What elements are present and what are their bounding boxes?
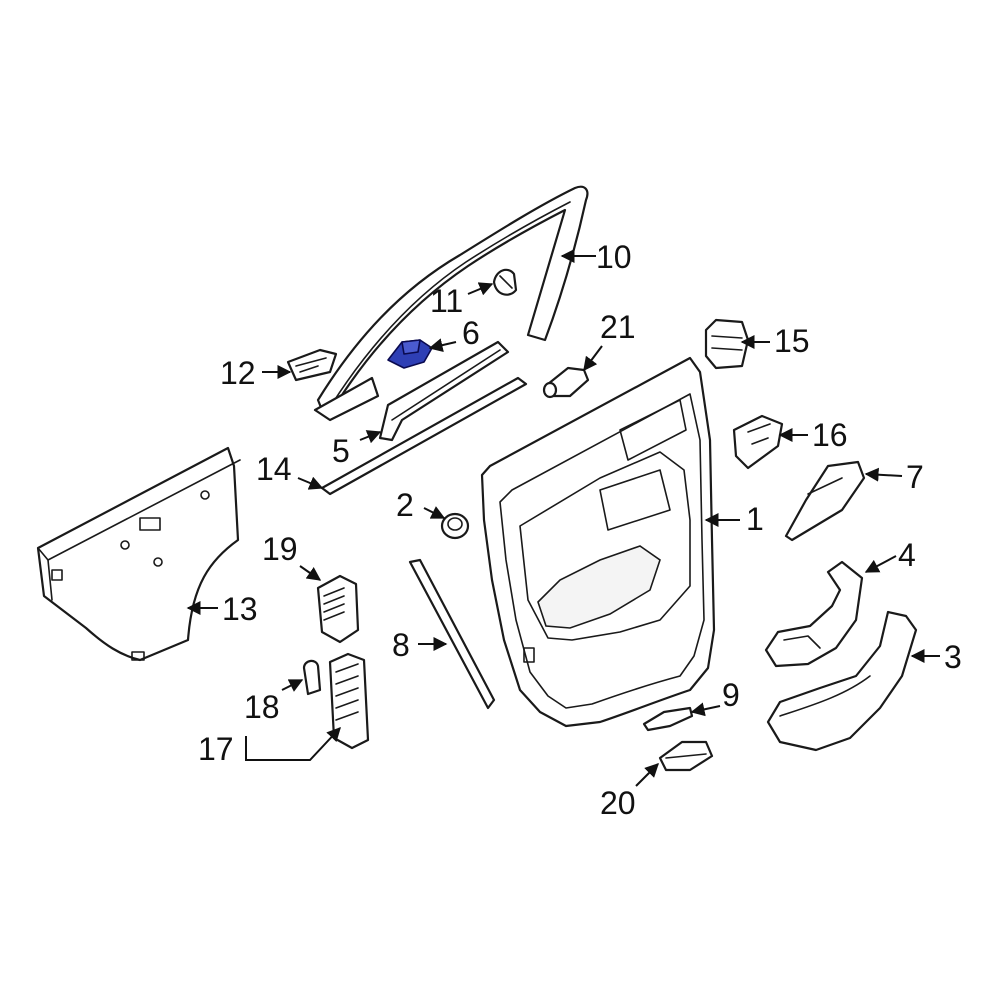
part-12-bracket[interactable] bbox=[286, 348, 338, 382]
part-8-seal-strip[interactable] bbox=[408, 558, 496, 710]
part-2-grommet[interactable] bbox=[440, 512, 470, 540]
part-11-clip[interactable] bbox=[492, 268, 518, 296]
part-19-grille[interactable] bbox=[316, 574, 360, 644]
callout-12: 12 bbox=[220, 355, 256, 391]
part-3-armrest[interactable] bbox=[766, 610, 918, 752]
callout-8: 8 bbox=[392, 627, 410, 663]
callout-19: 19 bbox=[262, 531, 298, 567]
callout-15: 15 bbox=[774, 323, 810, 359]
part-9-trim-piece[interactable] bbox=[642, 706, 694, 732]
callout-7: 7 bbox=[906, 459, 924, 495]
callout-9: 9 bbox=[722, 677, 740, 713]
callout-13: 13 bbox=[222, 591, 258, 627]
callout-4: 4 bbox=[898, 537, 916, 573]
callout-3: 3 bbox=[944, 639, 962, 675]
part-15-switch[interactable] bbox=[704, 318, 750, 370]
part-20-module[interactable] bbox=[658, 740, 714, 772]
part-1-door-trim-panel[interactable] bbox=[480, 356, 716, 728]
callout-20: 20 bbox=[600, 785, 636, 821]
part-16-switch-panel[interactable] bbox=[732, 414, 784, 470]
part-5-belt-molding[interactable] bbox=[378, 340, 510, 442]
leader-lines bbox=[186, 249, 940, 787]
part-18-bulb[interactable] bbox=[302, 659, 322, 696]
part-21-lamp[interactable] bbox=[542, 366, 590, 399]
callout-6: 6 bbox=[462, 315, 480, 351]
callout-16: 16 bbox=[812, 417, 848, 453]
callout-labels: 1 2 3 4 5 6 7 8 9 10 11 12 13 14 15 16 1… bbox=[198, 239, 962, 821]
part-6-highlighted-bracket[interactable] bbox=[387, 339, 433, 369]
callout-17: 17 bbox=[198, 731, 234, 767]
callout-18: 18 bbox=[244, 689, 280, 725]
part-7-trim-insert[interactable] bbox=[784, 460, 866, 542]
part-10-window-trim[interactable] bbox=[313, 185, 589, 422]
part-4-handle-bracket[interactable] bbox=[764, 560, 864, 668]
callout-11: 11 bbox=[430, 283, 463, 319]
callout-2: 2 bbox=[396, 487, 414, 523]
callout-1: 1 bbox=[746, 501, 764, 537]
part-14-weatherstrip[interactable] bbox=[320, 376, 528, 496]
callout-14: 14 bbox=[256, 451, 292, 487]
callout-21: 21 bbox=[600, 309, 636, 345]
part-13-water-shield[interactable] bbox=[36, 446, 241, 662]
callout-5: 5 bbox=[332, 433, 350, 469]
callout-10: 10 bbox=[596, 239, 632, 275]
